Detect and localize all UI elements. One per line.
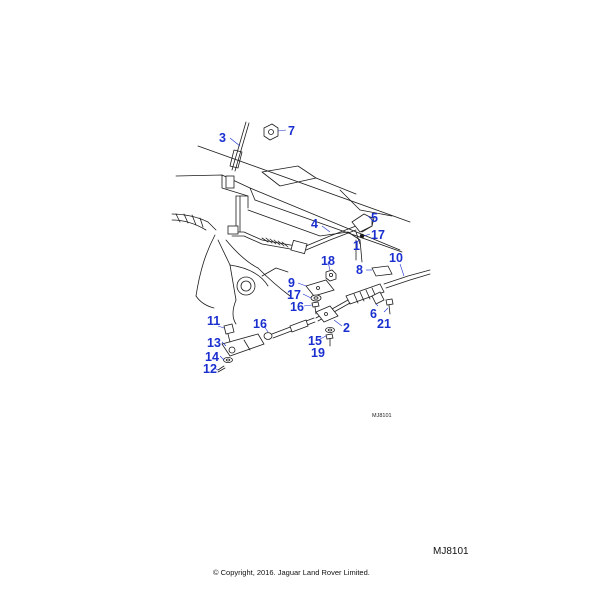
callout-4: 4 [311,217,318,231]
part-12-split-pin [217,365,226,373]
callout-18: 17 [287,288,301,302]
part-15-washer [325,326,335,333]
callout-19: 18 [321,254,335,268]
callout-15: 15 [308,334,322,348]
part-6-clamp [371,291,385,305]
callout-20: 19 [311,346,325,360]
figure-ref-small: MJ8101 [372,413,392,419]
part-21-bolt [385,298,394,315]
part-19-nut [325,269,337,282]
part-9-plate [305,279,335,297]
part-7-nut [263,123,279,141]
callout-10: 10 [389,251,403,265]
part-10-cable-sleeve [315,269,431,322]
callout-5: 5 [371,211,378,225]
part-11-pin [223,323,235,343]
figure-ref-large: MJ8101 [433,546,469,557]
copyright-notice: © Copyright, 2016. Jaguar Land Rover Lim… [213,568,370,577]
callout-2: 2 [343,321,350,335]
callout-17-upper: 17 [371,228,385,242]
callout-labels: 3 7 4 5 17 1 10 8 18 9 17 16 6 21 2 15 1… [203,124,403,376]
leader-lines [213,129,405,371]
callout-8: 8 [356,263,363,277]
part-13-clevis [221,333,265,357]
callout-17-lower: 16 [290,300,304,314]
callout-1: 1 [353,239,360,253]
part-17-bolt [311,301,320,315]
callout-9: 9 [288,276,295,290]
cable-assembly-upper [225,175,375,255]
callout-16: 16 [253,317,267,331]
body-outline [171,145,411,325]
part-16-rod [263,317,316,340]
part-14-washer [223,356,233,363]
callout-13: 13 [207,336,221,350]
callout-14: 14 [205,350,219,364]
part-2-bracket [315,305,339,323]
callout-6: 6 [370,307,377,321]
part-3-rod [229,121,250,172]
part-8-clip [371,265,393,277]
callout-3: 3 [219,131,226,145]
part-5-bracket [351,213,373,245]
callout-21: 21 [377,317,391,331]
callout-12: 12 [203,362,217,376]
part-20-bolt [325,333,334,347]
part-18-washer [310,294,322,302]
callout-11: 11 [207,314,220,328]
callout-7: 7 [288,124,295,138]
